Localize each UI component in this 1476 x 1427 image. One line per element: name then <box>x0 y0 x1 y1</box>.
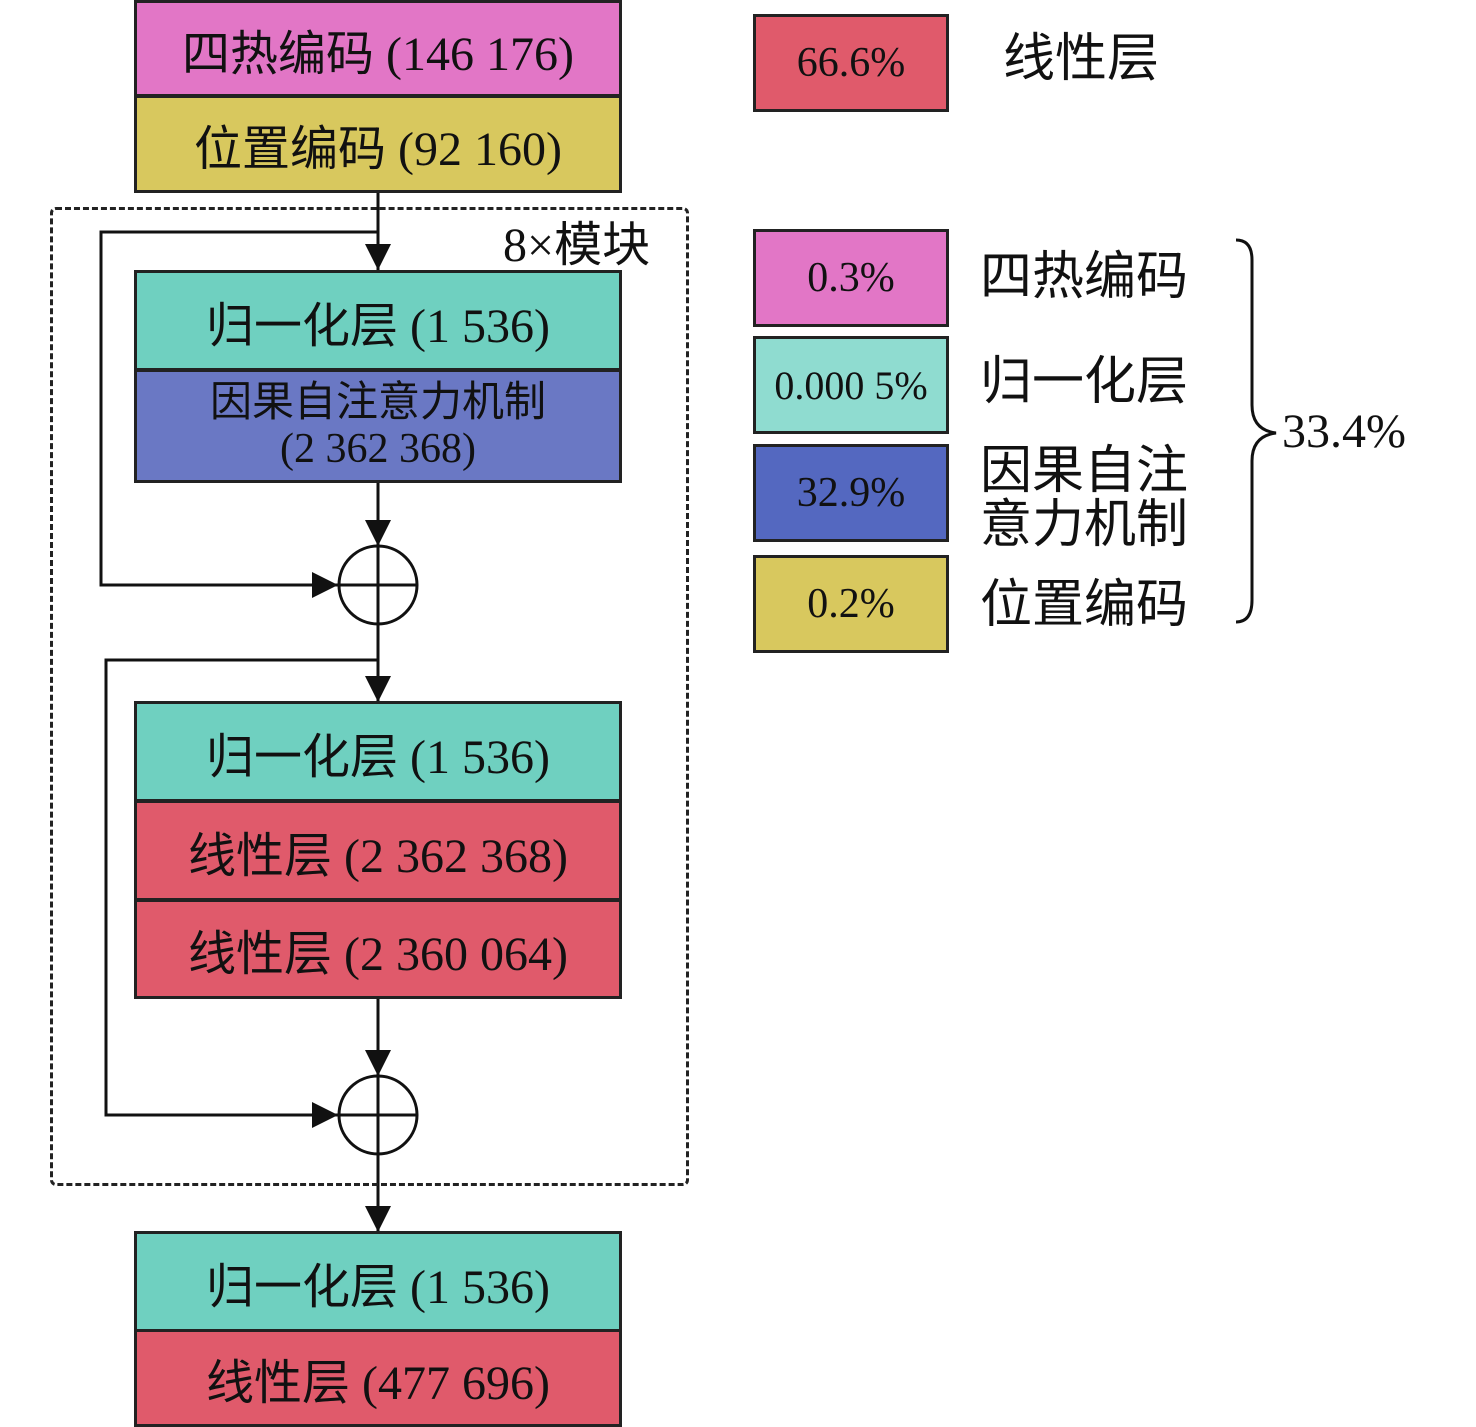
norm-layer-block-1: 归一化层 (1 536) <box>134 270 622 371</box>
legend-onehot-swatch: 0.3% <box>753 229 949 327</box>
causal-attention-title: 因果自注意力机制 <box>209 380 546 426</box>
onehot-encoding-block: 四热编码 (146 176) <box>134 0 622 97</box>
module-repeat-label: 8×模块 <box>503 219 651 272</box>
legend-group-total: 33.4% <box>1282 405 1406 458</box>
module-container <box>50 207 689 1186</box>
residual-skip-2 <box>104 658 378 1128</box>
legend-attention-swatch: 32.9% <box>753 444 949 542</box>
causal-attention-block: 因果自注意力机制 (2 362 368) <box>134 369 622 483</box>
legend-onehot-label: 四热编码 <box>980 249 1189 306</box>
adder-circle-2 <box>337 1074 419 1156</box>
linear-layer-block-1: 线性层 (2 362 368) <box>134 800 622 901</box>
legend-linear-swatch: 66.6% <box>753 14 949 112</box>
legend-attention-label-line2: 意力机制 <box>980 497 1189 554</box>
brace <box>1235 238 1277 624</box>
legend-attention-label-line1: 因果自注 <box>980 443 1189 500</box>
legend-norm-label: 归一化层 <box>980 354 1189 411</box>
causal-attention-params: (2 362 368) <box>280 426 476 472</box>
legend-linear-label: 线性层 <box>1003 31 1160 88</box>
linear-layer-block-final: 线性层 (477 696) <box>134 1329 622 1427</box>
residual-skip-1 <box>99 230 378 598</box>
norm-layer-block-2: 归一化层 (1 536) <box>134 701 622 802</box>
adder-circle-1 <box>337 544 419 626</box>
legend-position-swatch: 0.2% <box>753 555 949 653</box>
norm-layer-block-final: 归一化层 (1 536) <box>134 1231 622 1332</box>
position-encoding-block: 位置编码 (92 160) <box>134 95 622 193</box>
linear-layer-block-2: 线性层 (2 360 064) <box>134 899 622 999</box>
legend-position-label: 位置编码 <box>980 577 1189 634</box>
legend-norm-swatch: 0.000 5% <box>753 336 949 434</box>
